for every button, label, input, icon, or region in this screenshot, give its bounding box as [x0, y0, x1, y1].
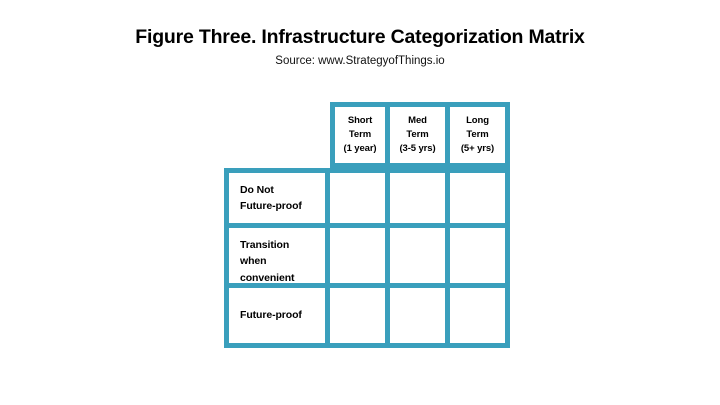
matrix-cell-r3c3[interactable] — [445, 283, 510, 348]
matrix-cell-r2c1[interactable] — [325, 223, 390, 288]
column-header-line-1: Short — [347, 115, 373, 127]
row-header-do-not-future-proof: Do Not Future-proof — [224, 168, 330, 228]
row-header-future-proof: Future-proof — [224, 283, 330, 348]
column-header-line-1: Long — [466, 115, 489, 127]
column-header-med-term: Med Term (3-5 yrs) — [385, 102, 450, 168]
column-header-line-2: Term — [348, 129, 372, 141]
figure-source: Source: www.StrategyofThings.io — [275, 55, 445, 68]
matrix-cell-r3c2[interactable] — [385, 283, 450, 348]
categorization-matrix: Short Term (1 year) Med Term (3-5 yrs) L… — [224, 102, 510, 348]
column-header-line-1: Med — [408, 115, 427, 127]
column-header-line-3: (5+ yrs) — [460, 142, 495, 154]
page-title: Figure Three. Infrastructure Categorizat… — [135, 26, 585, 48]
column-header-long-term: Long Term (5+ yrs) — [445, 102, 510, 168]
column-header-line-2: Term — [466, 129, 489, 141]
column-header-line-3: (3-5 yrs) — [399, 142, 436, 154]
matrix-cell-r2c2[interactable] — [385, 223, 450, 288]
matrix-cell-r1c2[interactable] — [385, 168, 450, 228]
matrix-cell-r2c3[interactable] — [445, 223, 510, 288]
column-header-short-term: Short Term (1 year) — [330, 102, 390, 168]
column-header-line-3: (1 year) — [343, 142, 377, 154]
row-header-line-2: when — [240, 255, 267, 268]
row-header-line-1: Future-proof — [240, 309, 302, 322]
matrix-cell-r3c1[interactable] — [325, 283, 390, 348]
matrix-grid: Short Term (1 year) Med Term (3-5 yrs) L… — [224, 102, 510, 348]
matrix-cell-r1c3[interactable] — [445, 168, 510, 228]
matrix-cell-r1c1[interactable] — [325, 168, 390, 228]
column-header-line-2: Term — [406, 129, 429, 141]
row-header-line-3: convenient — [240, 271, 295, 284]
figure-header: Figure Three. Infrastructure Categorizat… — [0, 26, 720, 69]
row-header-line-2: Future-proof — [240, 200, 302, 213]
matrix-corner-cell — [224, 102, 330, 168]
row-header-line-1: Do Not — [240, 184, 274, 196]
row-header-transition-when-convenient: Transition when convenient — [224, 223, 330, 288]
row-header-line-1: Transition — [240, 239, 290, 251]
